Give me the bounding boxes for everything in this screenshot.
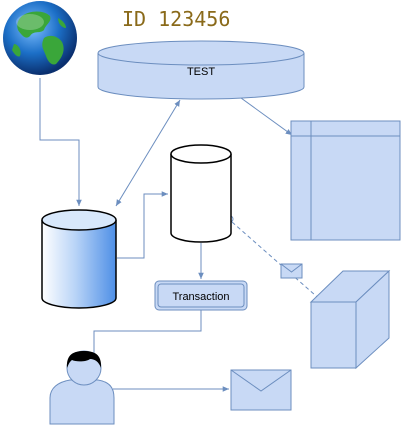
cube-icon[interactable] [309, 269, 391, 370]
database-icon[interactable] [41, 209, 117, 309]
connector-test-table [240, 97, 293, 136]
id-label: ID 123456 [122, 7, 230, 31]
test-cylinder[interactable] [97, 40, 305, 100]
transaction-label: Transaction [172, 291, 229, 303]
globe-icon [3, 1, 77, 75]
test-label: TEST [187, 66, 215, 78]
envelope-icon[interactable] [230, 369, 292, 411]
message-envelope-icon [280, 263, 303, 279]
connector-globe-db [39, 78, 82, 206]
connector-test-db [115, 99, 181, 207]
table-shape[interactable] [290, 120, 401, 241]
user-icon[interactable] [49, 350, 115, 425]
connector-db-db [117, 191, 168, 259]
transaction-box[interactable] [154, 280, 248, 311]
connector-transaction-person [93, 310, 202, 355]
database-white[interactable] [170, 144, 232, 243]
